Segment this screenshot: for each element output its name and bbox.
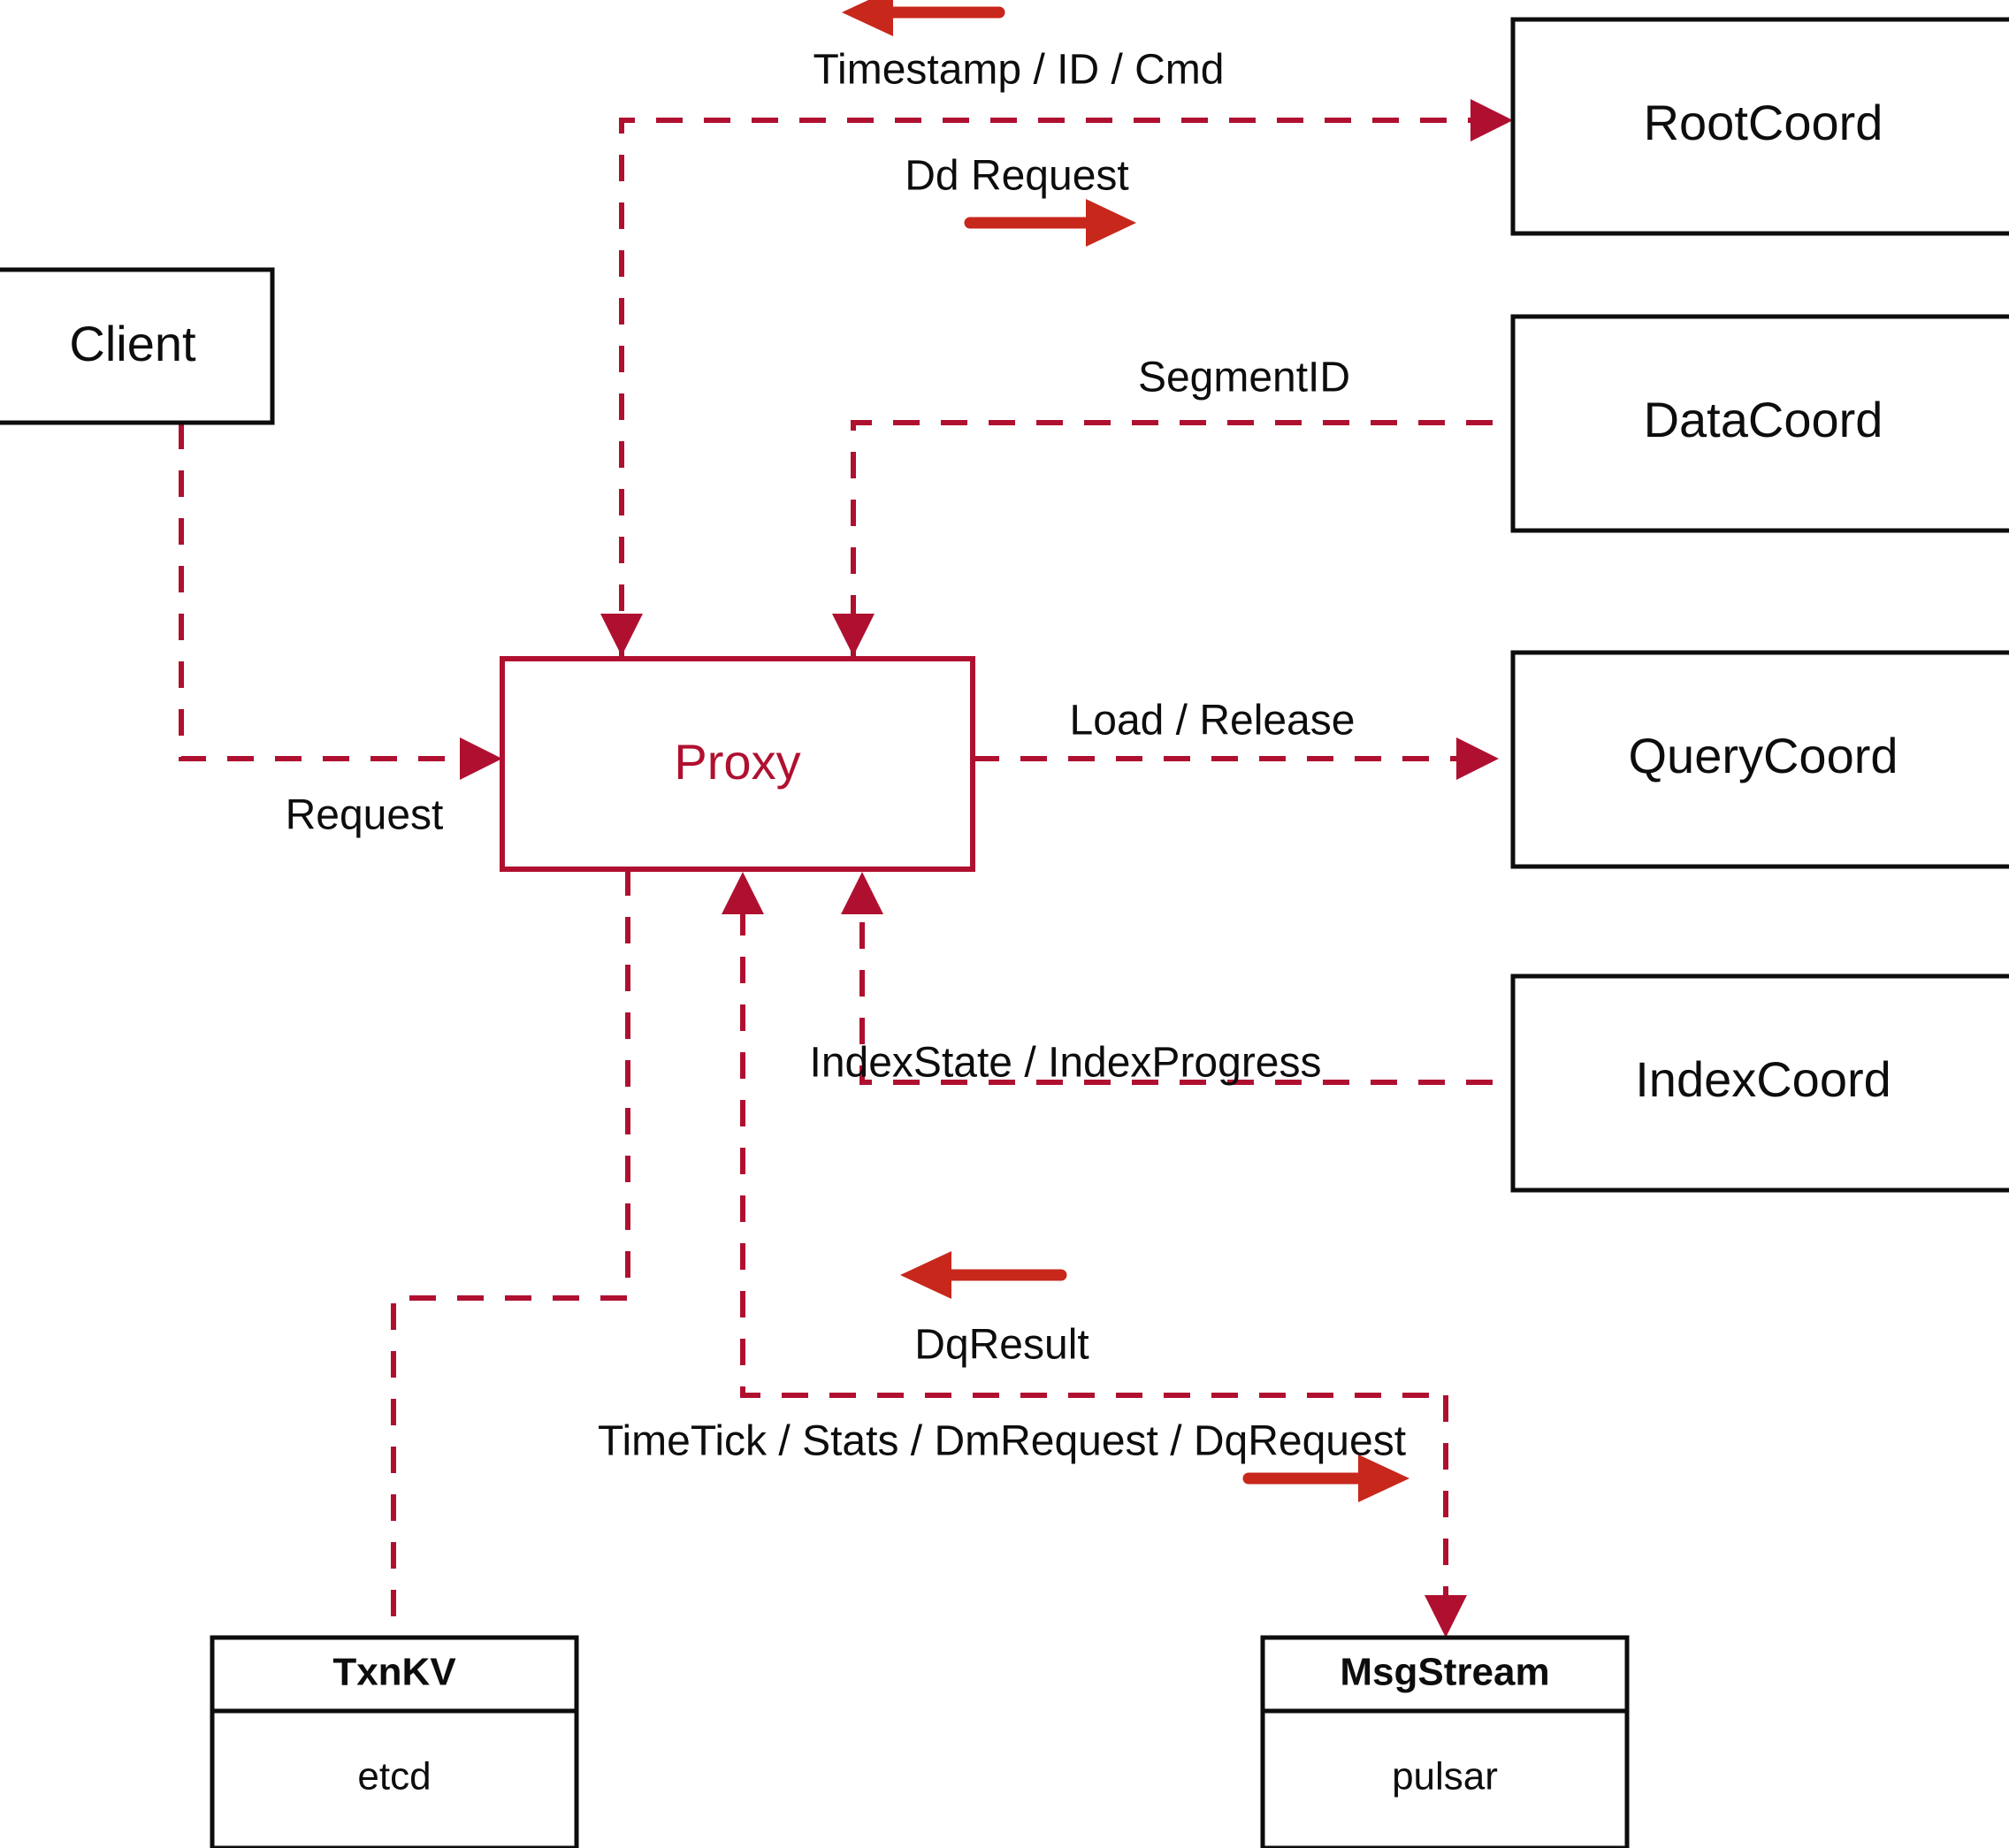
edge-label-dq-result: DqResult (914, 1322, 1089, 1369)
edge-label-timetick-stats: TimeTick / Stats / DmRequest / DqRequest (598, 1418, 1406, 1465)
node-txnkv[interactable]: TxnKV etcd (210, 1635, 579, 1848)
flow-msgstream-to-proxy (740, 909, 1446, 1398)
arrowhead-msgstream (1425, 1595, 1467, 1638)
arrowhead-querycoord (1456, 737, 1499, 780)
node-indexcoord-label: IndexCoord (1635, 1051, 1891, 1107)
flow-indexcoord-to-proxy (859, 909, 1493, 1085)
node-indexcoord[interactable]: IndexCoord (1510, 974, 2009, 1193)
arrowhead-rootcoord (1470, 99, 1513, 141)
node-client-label: Client (69, 316, 196, 371)
edge-label-index-state-progress: IndexState / IndexProgress (810, 1040, 1322, 1087)
node-txnkv-impl: etcd (357, 1755, 431, 1798)
node-msgstream-impl: pulsar (1392, 1755, 1498, 1798)
arrowhead-proxy-bottom-middle (722, 872, 764, 914)
arrowhead-request (460, 737, 502, 780)
flow-client-to-proxy (179, 423, 482, 761)
edge-label-dd-request: Dd Request (905, 153, 1128, 200)
arrowhead-proxy-bottom-right (841, 872, 883, 914)
node-rootcoord-label: RootCoord (1644, 95, 1883, 150)
flow-datacoord-to-proxy (851, 420, 1493, 659)
node-rootcoord[interactable]: RootCoord (1510, 17, 2009, 236)
edge-label-segment-id: SegmentID (1138, 355, 1350, 401)
arrowhead-proxy-top-left (600, 614, 643, 656)
node-querycoord[interactable]: QueryCoord (1510, 650, 2009, 869)
direction-arrow-timestamp (842, 0, 1005, 36)
node-client[interactable]: Client (0, 267, 275, 425)
node-txnkv-label: TxnKV (332, 1651, 456, 1694)
flow-proxy-to-txnkv (391, 869, 630, 1638)
direction-arrow-dqresult (900, 1251, 1067, 1299)
direction-arrow-dd-request (964, 199, 1136, 247)
node-proxy-label: Proxy (674, 734, 800, 790)
node-querycoord-label: QueryCoord (1628, 728, 1898, 783)
arrowhead-proxy-top-right (832, 614, 875, 656)
flow-proxy-to-rootcoord (619, 118, 1493, 659)
edge-label-request: Request (286, 792, 444, 839)
node-datacoord-label: DataCoord (1644, 392, 1883, 447)
node-proxy[interactable]: Proxy (500, 656, 975, 872)
edge-label-load-release: Load / Release (1070, 698, 1356, 745)
node-msgstream[interactable]: MsgStream pulsar (1260, 1635, 1630, 1848)
edge-label-timestamp-id-cmd: Timestamp / ID / Cmd (814, 47, 1225, 94)
node-msgstream-label: MsgStream (1340, 1651, 1549, 1694)
direction-arrow-dqrequest (1242, 1455, 1409, 1502)
node-datacoord[interactable]: DataCoord (1510, 314, 2009, 533)
